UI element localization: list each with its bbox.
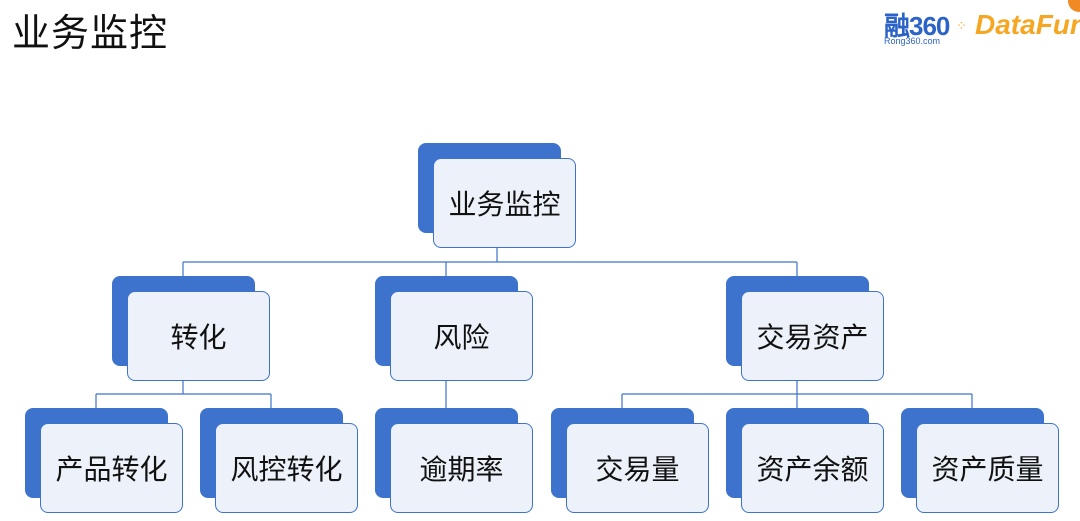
logo-separator-dots-icon: ⁘ [956, 19, 967, 34]
node-root-label: 业务监控 [448, 188, 561, 221]
node-leaf-label: 产品转化 [55, 453, 168, 486]
node-leaf-label: 逾期率 [419, 453, 504, 486]
node-branch-label: 转化 [170, 321, 227, 354]
node-leaf-label: 资产余额 [756, 453, 869, 486]
node-branch-label: 风险 [433, 321, 490, 354]
corner-badge-icon [1068, 0, 1080, 12]
node-leaf-label: 交易量 [595, 453, 680, 486]
brand-logos: 融360 Rong360.com ⁘ DataFun. [880, 0, 1080, 50]
node-leaf-label: 风控转化 [230, 453, 343, 486]
rong360-logo-subtext: Rong360.com [884, 36, 941, 46]
slide-title: 业务监控 [12, 11, 169, 55]
node-branch-label: 交易资产 [756, 321, 869, 354]
rong360-logo: 融360 [884, 11, 950, 41]
node-leaf-label: 资产质量 [931, 453, 1044, 486]
datafun-logo: DataFun. [975, 9, 1080, 40]
